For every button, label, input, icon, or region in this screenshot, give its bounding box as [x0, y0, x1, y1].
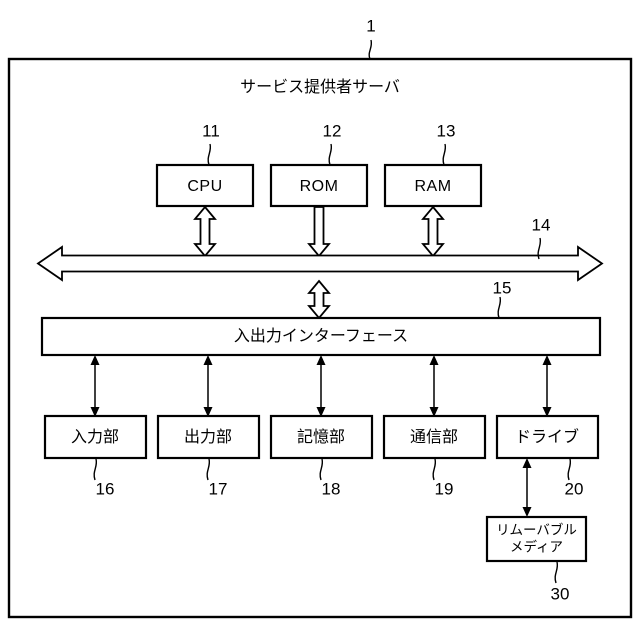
leader-line-ref-14: [537, 237, 542, 260]
bus-arrow: [36, 245, 604, 282]
connector-interface-input: [90, 355, 100, 417]
arrow-rom-bus: [307, 206, 331, 258]
leader-line-ref-30: [554, 561, 559, 584]
figure-title: サービス提供者サーバ: [240, 78, 400, 96]
leader-line-ref-17: [206, 458, 211, 481]
box-output-unit-label: 出力部: [184, 428, 232, 446]
box-storage-unit: [269, 414, 374, 460]
ref-num-20: 20: [565, 479, 584, 498]
ref-num-11: 11: [202, 121, 220, 140]
box-removable-media-label-line2: メディア: [510, 539, 563, 555]
ref-num-16: 16: [96, 479, 115, 498]
ref-num-18: 18: [322, 479, 341, 498]
ref-num-30: 30: [551, 584, 570, 603]
box-io-interface-label: 入出力インターフェース: [234, 327, 408, 345]
connector-interface-storage: [316, 355, 326, 417]
box-communication-unit: [382, 414, 487, 460]
connector-interface-drive: [542, 355, 552, 417]
box-output-unit: [156, 414, 261, 460]
leader-line-ref-12: [328, 143, 333, 166]
box-storage-unit-label: 記憶部: [297, 428, 345, 446]
box-removable-media: [485, 515, 588, 563]
box-drive: [495, 414, 600, 460]
box-drive-label: ドライブ: [515, 427, 579, 446]
box-input-unit: [43, 414, 148, 460]
box-removable-media-label-line1: リムーバブル: [496, 522, 577, 538]
leader-line-ref-19: [432, 458, 437, 481]
leader-line-ref-11: [207, 143, 212, 166]
connector-interface-communication: [429, 355, 439, 417]
box-input-unit-label: 入力部: [71, 428, 119, 446]
ref-num-14: 14: [532, 215, 551, 234]
ref-num-17: 17: [209, 479, 228, 498]
box-ram: [383, 163, 483, 208]
leader-line-ref-1: [368, 39, 373, 60]
connector-drive-media: [522, 458, 532, 517]
box-rom-label: ROM: [300, 178, 339, 195]
ref-num-13: 13: [437, 121, 456, 140]
box-cpu-label: CPU: [187, 178, 222, 195]
box-ram-label: RAM: [414, 178, 451, 195]
leader-line-ref-13: [442, 143, 447, 166]
leader-line-ref-16: [93, 458, 98, 481]
box-rom: [269, 163, 369, 208]
ref-num-19: 19: [435, 479, 454, 498]
ref-num-15: 15: [493, 278, 512, 297]
connector-interface-output: [203, 355, 213, 417]
ref-num-12: 12: [323, 121, 342, 140]
leader-line-ref-15: [497, 296, 502, 319]
ref-num-1: 1: [366, 16, 375, 35]
leader-line-ref-18: [319, 458, 324, 481]
leader-line-ref-20: [567, 458, 572, 481]
box-communication-unit-label: 通信部: [410, 428, 458, 446]
